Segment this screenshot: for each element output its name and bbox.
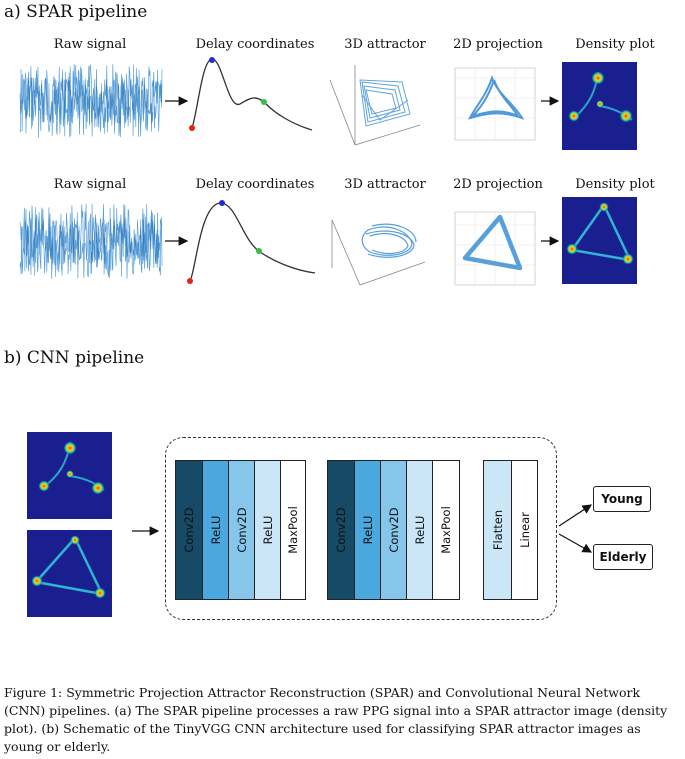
output-young-box: Young (593, 486, 651, 512)
point-start-marker (187, 278, 193, 284)
delay-coordinates-plot-1 (189, 57, 313, 131)
layer-conv2d: Conv2D (228, 460, 255, 600)
layer-relu: ReLU (406, 460, 433, 600)
input-density-image-2 (27, 530, 112, 617)
layer-flatten: Flatten (483, 460, 512, 600)
point-notch-marker (261, 99, 267, 105)
attractor-3d-plot-2 (331, 219, 426, 286)
layer-conv2d: Conv2D (380, 460, 407, 600)
point-peak-marker (209, 57, 215, 63)
projection-2d-label-1: 2D projection (453, 37, 543, 52)
classifier-block: Flatten Linear (483, 460, 539, 600)
delay-coordinates-plot-2 (187, 200, 316, 284)
output-arrows (558, 504, 593, 553)
point-start-marker (189, 125, 195, 131)
layer-linear: Linear (511, 460, 538, 600)
point-notch-marker (256, 248, 262, 254)
density-plot-2 (562, 197, 637, 284)
layer-relu: ReLU (254, 460, 281, 600)
attractor-3d-plot-1 (329, 65, 421, 146)
raw-signal-label-1: Raw signal (53, 37, 127, 52)
spar-pipeline-graphics (19, 57, 637, 286)
density-plot-label-1: Density plot (575, 37, 655, 52)
input-density-image-1 (27, 432, 112, 519)
section-a-title: a) SPAR pipeline (4, 2, 148, 22)
figure-caption: Figure 1: Symmetric Projection Attractor… (4, 685, 668, 754)
arrow-to-elderly (558, 533, 593, 553)
conv-block-1: Conv2D ReLU Conv2D ReLU MaxPool (175, 460, 306, 600)
layer-maxpool: MaxPool (280, 460, 306, 600)
conv-block-2: Conv2D ReLU Conv2D ReLU MaxPool (327, 460, 462, 600)
projection-2d-plot-2 (454, 211, 536, 286)
delay-coordinates-label-2: Delay coordinates (195, 177, 315, 192)
raw-signal-plot-2 (19, 203, 163, 279)
layer-conv2d: Conv2D (327, 460, 355, 600)
arrow-to-young (558, 504, 593, 527)
cnn-container (165, 437, 557, 620)
output-elderly-box: Elderly (593, 544, 653, 570)
section-b-title: b) CNN pipeline (4, 348, 145, 368)
signal-trace (19, 217, 163, 266)
attractor-3d-label-1: 3D attractor (344, 37, 426, 52)
layer-relu: ReLU (354, 460, 381, 600)
signal-trace (19, 77, 163, 125)
density-plot-1 (562, 62, 637, 150)
raw-signal-label-2: Raw signal (53, 177, 127, 192)
delay-coordinates-label-1: Delay coordinates (195, 37, 315, 52)
layer-maxpool: MaxPool (432, 460, 460, 600)
projection-2d-plot-1 (454, 67, 536, 141)
point-peak-marker (219, 200, 225, 206)
attractor-3d-label-2: 3D attractor (344, 177, 426, 192)
raw-signal-plot-1 (19, 64, 163, 138)
density-plot-label-2: Density plot (575, 177, 655, 192)
projection-2d-label-2: 2D projection (453, 177, 543, 192)
layer-relu: ReLU (202, 460, 229, 600)
cnn-input-images (27, 432, 160, 617)
layer-conv2d: Conv2D (175, 460, 203, 600)
signal-trace (19, 203, 163, 279)
